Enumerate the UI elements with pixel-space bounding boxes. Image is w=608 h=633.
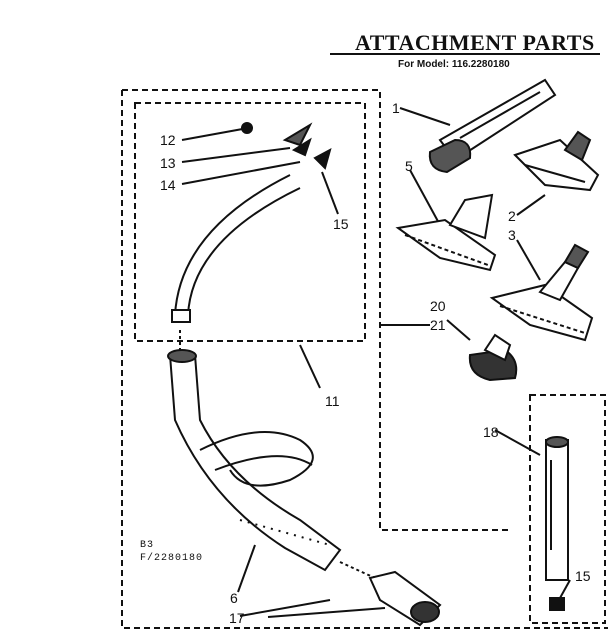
callout-15-bottom: 15: [575, 568, 591, 584]
diagram-subtitle: For Model: 116.2280180: [398, 59, 510, 70]
model-block-line1: B3: [140, 540, 155, 551]
leader-15-bottom: [559, 579, 571, 599]
callout-6: 6: [230, 590, 238, 606]
model-block-line2: F/2280180: [140, 553, 204, 564]
leader-11: [299, 344, 321, 389]
callout-15-top: 15: [333, 216, 349, 232]
leader-3: [516, 239, 541, 281]
leader-18: [494, 429, 541, 456]
leader-17: [239, 599, 331, 617]
leader-2: [516, 194, 546, 216]
callout-13: 13: [160, 155, 176, 171]
leader-20-21: [446, 319, 471, 341]
callout-11: 11: [325, 393, 340, 409]
leader-1: [399, 107, 451, 126]
dusting-nozzle-part: [395, 193, 497, 272]
callout-12: 12: [160, 132, 176, 148]
hose-end-part: [368, 570, 442, 627]
callout-20: 20: [430, 298, 446, 314]
callout-14: 14: [160, 177, 176, 193]
hose-to-end-dashed: [339, 561, 376, 579]
diagram-title: ATTACHMENT PARTS: [355, 30, 595, 55]
callout-18: 18: [483, 424, 499, 440]
part-18-box: [529, 394, 606, 624]
leader-15-top: [321, 171, 339, 215]
callout-17: 17: [229, 610, 245, 626]
callout-3: 3: [508, 227, 516, 243]
inner-kit-box: [134, 102, 366, 342]
leader-12: [181, 127, 249, 141]
leader-5: [409, 169, 441, 226]
outer-boundary-left-bottom: [121, 90, 608, 629]
small-brush-part: [468, 333, 518, 382]
crevice-tube-part: [171, 122, 332, 323]
hose-part: [167, 349, 342, 572]
callout-2: 2: [508, 208, 516, 224]
leader-14: [181, 161, 301, 185]
callout-1: 1: [392, 100, 400, 116]
extension-wand-part: [545, 436, 569, 611]
leader-17b: [267, 607, 386, 618]
leader-13: [181, 147, 291, 163]
wand-part: [428, 78, 557, 174]
callout-5: 5: [405, 158, 413, 174]
leader-6: [237, 544, 256, 593]
floor-brush-part: [489, 243, 594, 342]
callout-21: 21: [430, 317, 446, 333]
rug-nozzle-part: [513, 130, 600, 192]
outer-boundary-dashed: [122, 89, 510, 531]
